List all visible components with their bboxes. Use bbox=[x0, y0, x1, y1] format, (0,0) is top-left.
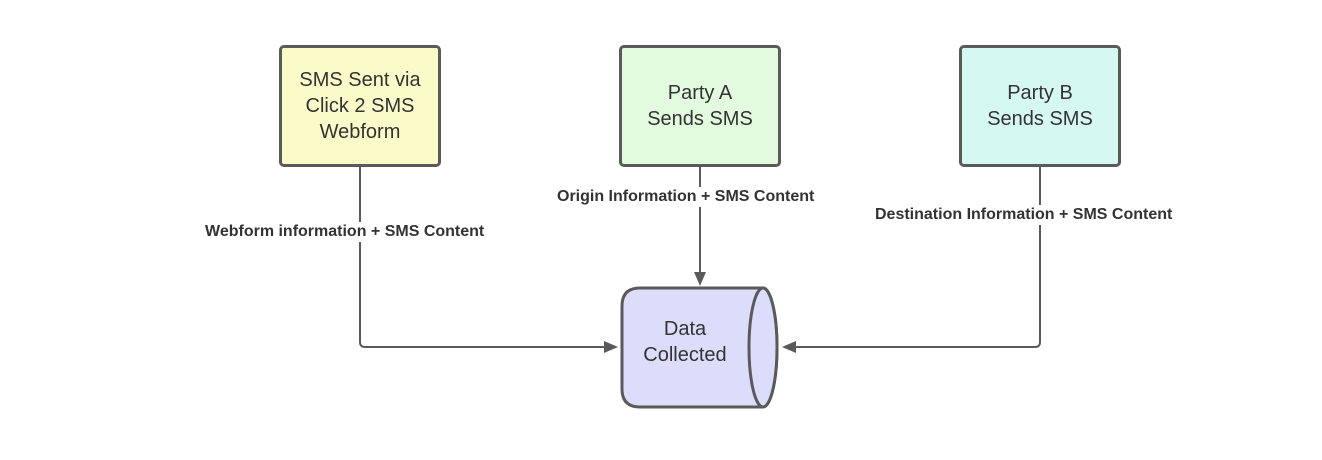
data-store-cylinder bbox=[620, 286, 779, 409]
cylinder-end-cap bbox=[747, 286, 779, 409]
node-party-a[interactable]: Party A Sends SMS bbox=[619, 45, 781, 167]
data-store-label: Data Collected bbox=[643, 318, 727, 366]
node-sms-webform[interactable]: SMS Sent via Click 2 SMS Webform bbox=[279, 45, 441, 167]
connector-webform-to-store bbox=[359, 167, 618, 353]
edge-label-destination: Destination Information + SMS Content bbox=[873, 205, 1175, 225]
node-party-b[interactable]: Party B Sends SMS bbox=[959, 45, 1121, 167]
node-party-a-label: Party A Sends SMS bbox=[647, 82, 753, 130]
edge-label-webform: Webform information + SMS Content bbox=[203, 222, 487, 242]
edge-label-origin: Origin Information + SMS Content bbox=[555, 187, 817, 207]
connector-party-b-to-store bbox=[782, 167, 1041, 353]
node-sms-webform-label: SMS Sent via Click 2 SMS Webform bbox=[299, 69, 421, 143]
node-party-b-label: Party B Sends SMS bbox=[987, 82, 1093, 130]
